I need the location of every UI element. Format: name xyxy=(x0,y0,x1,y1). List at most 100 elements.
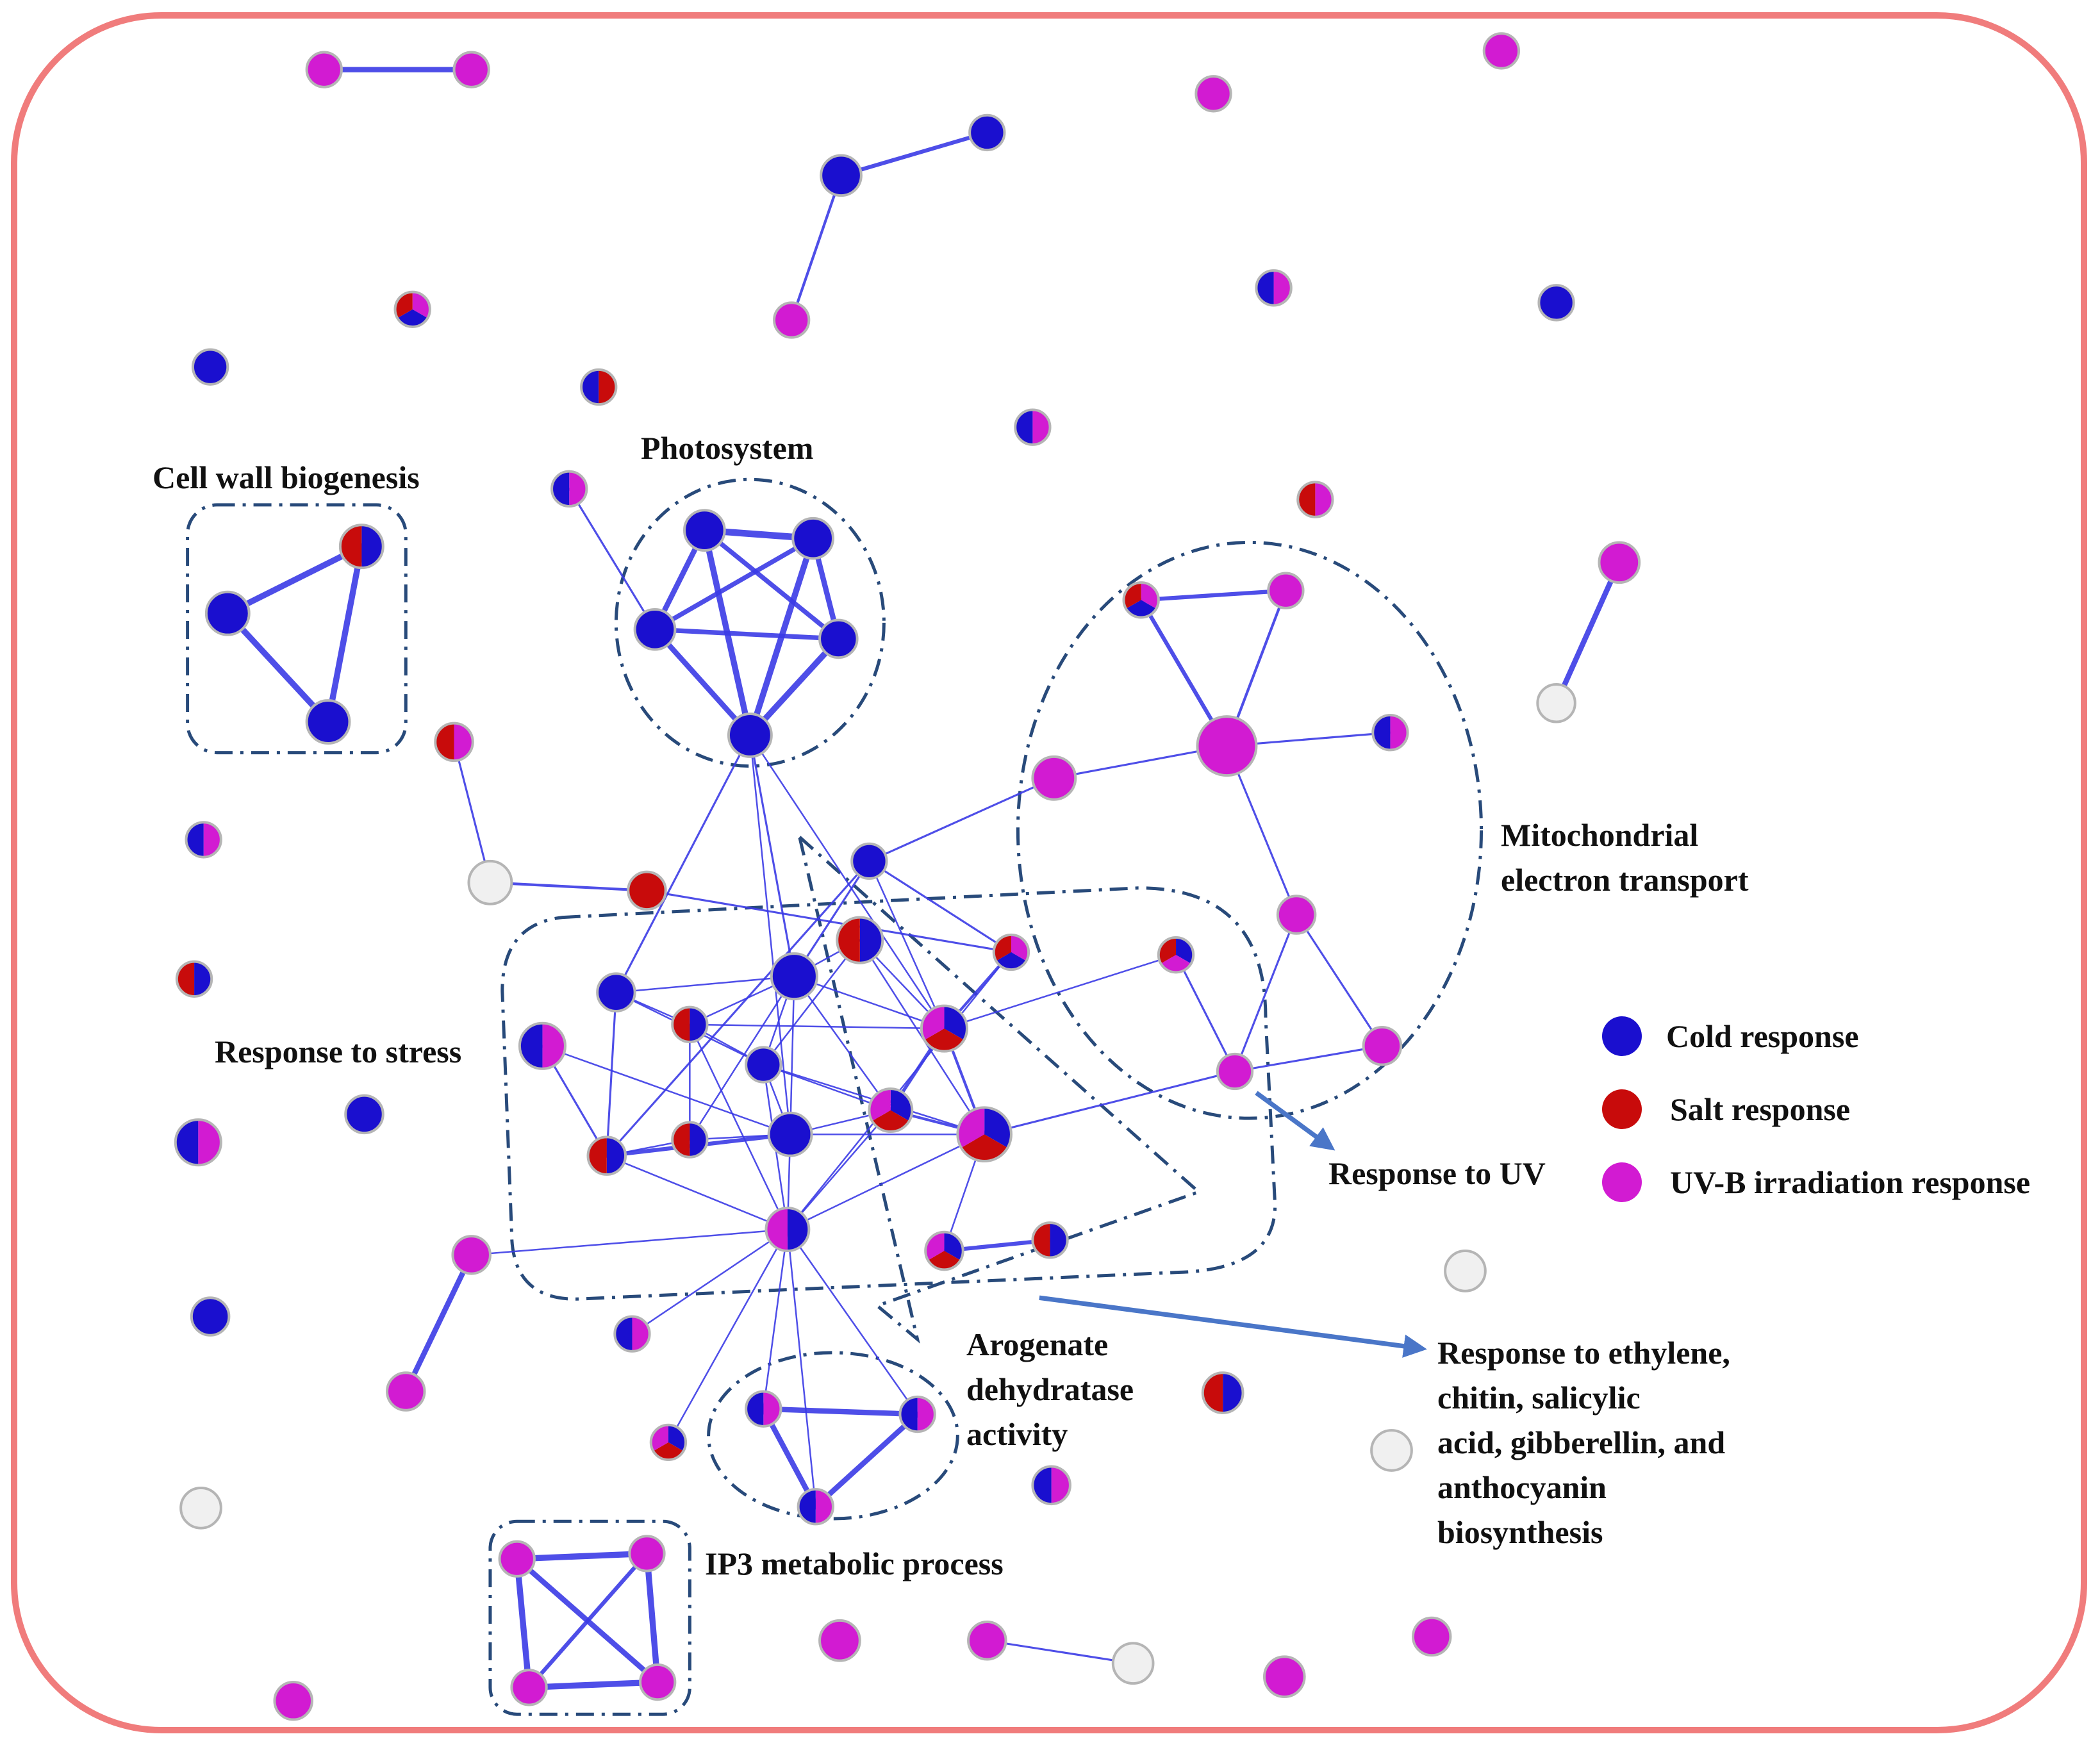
node-slice xyxy=(1273,270,1291,306)
node-border xyxy=(191,348,229,386)
edge-s5-s15 xyxy=(606,991,617,1157)
node-slice xyxy=(924,1028,964,1052)
node-n4 xyxy=(1195,75,1232,113)
node-border xyxy=(580,368,618,406)
node-border xyxy=(1537,284,1575,322)
node-fill xyxy=(1196,76,1231,111)
node-n5 xyxy=(968,113,1006,152)
group-stress xyxy=(500,886,1277,1301)
node-fill xyxy=(968,1621,1006,1660)
node-slice xyxy=(1298,482,1316,517)
node-border xyxy=(627,870,667,911)
node-slice xyxy=(1015,409,1033,445)
label-cell-wall-biogenesis: Cell wall biogenesis xyxy=(153,459,420,495)
node-fill xyxy=(746,1047,781,1082)
node-n17 xyxy=(1536,682,1576,723)
edge-s1-s9 xyxy=(868,860,945,1030)
annotation-arrows xyxy=(1039,1091,1427,1358)
node-cw3 xyxy=(305,699,351,745)
edge-i2-i4 xyxy=(643,1550,661,1685)
node-slice xyxy=(397,309,428,327)
node-ps1 xyxy=(682,509,726,552)
node-slice xyxy=(996,952,1027,970)
node-n23 xyxy=(344,1094,384,1135)
node-fill xyxy=(499,1541,534,1576)
edge-n16-n17 xyxy=(1553,559,1622,706)
edge-s16-n25 xyxy=(470,1228,789,1256)
label-ethylene-line-2: chitin, salicylic xyxy=(1437,1380,1641,1416)
node-fill xyxy=(1412,1617,1451,1656)
node-slice xyxy=(194,961,212,996)
node-n15 xyxy=(1296,481,1334,518)
node-border xyxy=(204,590,251,636)
node-fill xyxy=(1264,1656,1305,1697)
node-border xyxy=(451,1235,492,1275)
node-n14 xyxy=(550,470,588,508)
node-slice xyxy=(435,723,454,761)
node-border xyxy=(1370,1429,1413,1472)
edge-s5-s6 xyxy=(615,975,795,993)
node-border xyxy=(770,952,818,1001)
node-n20 xyxy=(467,859,513,905)
node-border xyxy=(393,290,431,328)
node-s10 xyxy=(745,1046,782,1084)
node-m2 xyxy=(1267,572,1305,609)
edge-s16-a2 xyxy=(786,1228,918,1416)
label-ethylene-line-4: anthocyanin xyxy=(1437,1469,1607,1505)
edge-s1-s15 xyxy=(606,860,870,1157)
edge-s1-s3 xyxy=(868,860,1013,953)
node-slice xyxy=(519,1023,543,1069)
edge-i1-i3 xyxy=(514,1556,533,1691)
label-arogenate-line-2: dehydratase xyxy=(966,1371,1134,1407)
node-slice xyxy=(859,917,883,963)
node-s1 xyxy=(850,842,888,880)
node-slice xyxy=(872,1110,909,1132)
node-s9 xyxy=(920,1004,968,1053)
node-border xyxy=(745,1046,782,1084)
node-border xyxy=(1122,581,1160,619)
node-n28 xyxy=(613,1315,651,1353)
node-n12 xyxy=(580,368,618,406)
node-border xyxy=(1255,269,1293,307)
edge-s9-s4 xyxy=(943,953,1177,1030)
node-border xyxy=(639,1663,677,1701)
node-n6 xyxy=(820,154,863,197)
node-slice xyxy=(798,1489,816,1524)
node-s14 xyxy=(956,1106,1013,1163)
node-fill xyxy=(1539,285,1574,320)
node-slice xyxy=(900,1396,918,1432)
edge-s16-a3 xyxy=(786,1228,817,1508)
node-m3 xyxy=(1371,714,1409,752)
node-fill xyxy=(274,1682,312,1720)
node-border xyxy=(1157,936,1195,974)
node-n26 xyxy=(190,1296,231,1337)
node-slice xyxy=(454,723,473,761)
node-border xyxy=(1196,715,1258,777)
group-outlines xyxy=(186,477,1484,1716)
node-fill xyxy=(684,510,725,550)
edge-ps2-ps3 xyxy=(652,536,816,632)
edge-cw1-cw2 xyxy=(224,543,365,616)
node-border xyxy=(727,712,773,758)
node-slice xyxy=(766,1208,788,1251)
node-fill xyxy=(771,953,817,1000)
edge-ps5-s5 xyxy=(615,734,751,994)
edge-s16-a1 xyxy=(763,1228,789,1410)
edge-s6-s11 xyxy=(793,975,892,1111)
edge-cw2-cw3 xyxy=(224,610,331,725)
node-border xyxy=(992,933,1030,971)
edge-ps5-s6 xyxy=(748,734,795,978)
node-slice xyxy=(1050,1223,1068,1258)
node-border xyxy=(1276,895,1317,935)
node-n21 xyxy=(627,870,667,911)
node-slice xyxy=(203,822,221,857)
node-border xyxy=(745,1390,782,1428)
node-border xyxy=(1014,408,1052,446)
node-border xyxy=(305,51,343,88)
node-border xyxy=(452,51,490,88)
node-border xyxy=(1267,572,1305,609)
node-border xyxy=(1201,1371,1244,1414)
node-border xyxy=(633,607,677,651)
node-slice xyxy=(1390,715,1408,750)
node-n35 xyxy=(273,1681,313,1721)
